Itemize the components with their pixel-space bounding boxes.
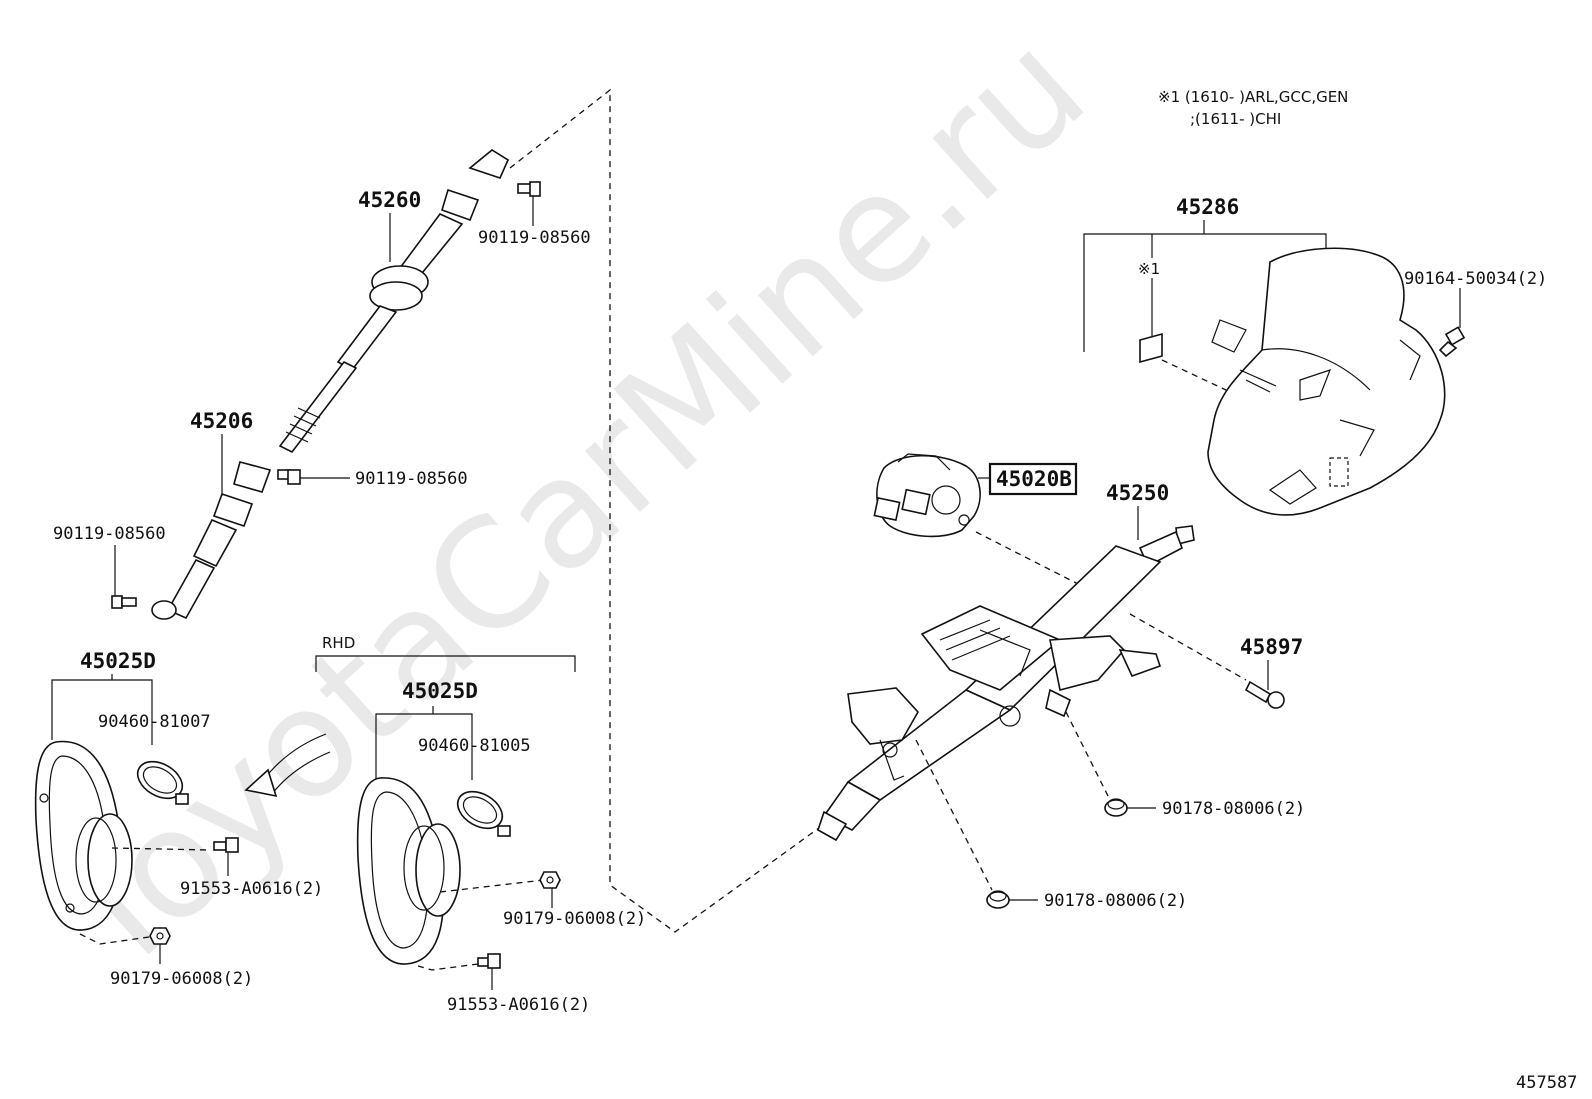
- steering-column-45250[interactable]: [817, 525, 1195, 842]
- label-rhd: RHD: [322, 634, 355, 652]
- label-45250: 45250: [1106, 481, 1169, 505]
- nut-90178-a[interactable]: [1104, 798, 1128, 817]
- bolt-90119-c[interactable]: [111, 595, 137, 609]
- label-45897: 45897: [1240, 635, 1303, 659]
- label-90119-08560-c: 90119-08560: [53, 524, 166, 544]
- label-90179-06008-right: 90179-06008(2): [503, 909, 646, 929]
- boot-cover-45025d-left[interactable]: [34, 740, 133, 931]
- label-45020b: 45020B: [996, 467, 1072, 491]
- label-plate-note1[interactable]: [1139, 332, 1163, 364]
- applicability-note-line1: ※1 (1610- )ARL,GCC,GEN: [1158, 88, 1348, 106]
- bolt-90119-b[interactable]: [277, 469, 301, 485]
- label-90178-08006-b: 90178-08006(2): [1044, 891, 1187, 911]
- boot-cover-45025d-right[interactable]: [356, 777, 461, 965]
- intermediate-shaft-45206[interactable]: [151, 461, 272, 620]
- label-90164-50034: 90164-50034(2): [1404, 269, 1547, 289]
- label-45260: 45260: [358, 188, 421, 212]
- applicability-note-line2: ;(1611- )CHI: [1190, 110, 1281, 128]
- bolt-45897[interactable]: [1244, 680, 1285, 709]
- label-90119-08560-a: 90119-08560: [478, 228, 591, 248]
- direction-arrow: [244, 733, 331, 798]
- nut-90179-left[interactable]: [149, 927, 171, 945]
- diagram-number: 457587: [1516, 1073, 1577, 1093]
- label-45206: 45206: [190, 409, 253, 433]
- bolt-91553-right[interactable]: [477, 953, 501, 969]
- ignition-switch-45020b[interactable]: [873, 453, 981, 538]
- label-90460-81005: 90460-81005: [418, 736, 531, 756]
- label-note-marker: ※1: [1138, 260, 1160, 278]
- label-90179-06008-left: 90179-06008(2): [110, 969, 253, 989]
- seal-90460-81007[interactable]: [131, 754, 189, 806]
- nut-90178-b[interactable]: [986, 890, 1010, 909]
- label-45025d-left: 45025D: [80, 649, 156, 673]
- seal-90460-81005[interactable]: [451, 784, 511, 837]
- label-45025d-right: 45025D: [402, 679, 478, 703]
- label-45286: 45286: [1176, 195, 1239, 219]
- bolt-91553-left[interactable]: [213, 837, 239, 853]
- label-90119-08560-b: 90119-08560: [355, 469, 468, 489]
- intermediate-shaft-45260[interactable]: [278, 149, 510, 454]
- label-90460-81007: 90460-81007: [98, 712, 211, 732]
- label-90178-08006-a: 90178-08006(2): [1162, 799, 1305, 819]
- label-91553-a0616-left: 91553-A0616(2): [180, 879, 323, 899]
- screw-90164-50034[interactable]: [1438, 326, 1466, 358]
- highlight-box-45020b: [988, 462, 1078, 496]
- nut-90179-right[interactable]: [539, 871, 561, 889]
- bolt-90119-a[interactable]: [517, 181, 541, 197]
- column-cover-45286[interactable]: [1207, 247, 1446, 516]
- label-91553-a0616-right: 91553-A0616(2): [447, 995, 590, 1015]
